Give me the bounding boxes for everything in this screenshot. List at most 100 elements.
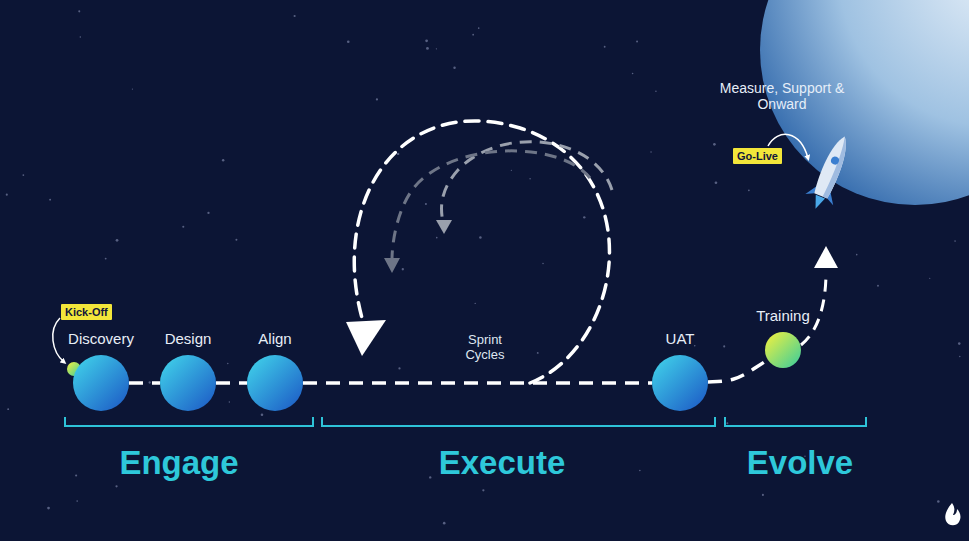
dashed-connector (303, 381, 652, 385)
star (453, 66, 455, 68)
loop-arrowhead (384, 258, 400, 273)
stage-title: Execute (352, 444, 652, 482)
star (715, 181, 718, 184)
star (426, 47, 429, 50)
launch-arrowhead (814, 246, 838, 268)
star (937, 500, 940, 503)
star (537, 352, 539, 354)
star (425, 203, 427, 205)
star (529, 178, 530, 179)
phase-node: UAT (652, 330, 708, 411)
star (76, 500, 78, 502)
milestone-tag: Go-Live (733, 148, 782, 164)
star (959, 356, 960, 357)
star (227, 363, 228, 364)
node-label: Kick-Off (65, 305, 108, 319)
pointer-arrow (53, 318, 64, 362)
phase-note: Sprint Cycles (455, 333, 515, 363)
star (47, 507, 50, 510)
phase-note: Measure, Support & Onward (712, 80, 852, 112)
node-label: Go-Live (737, 149, 778, 163)
star (294, 15, 296, 17)
star (75, 474, 77, 476)
star (182, 226, 184, 228)
rocket (802, 131, 859, 215)
star (105, 258, 107, 260)
star (475, 303, 476, 304)
phase-circle (160, 355, 216, 411)
loop-arrowhead (436, 220, 452, 234)
phase-circle-fill (652, 355, 708, 411)
star (78, 10, 80, 12)
star (347, 40, 350, 43)
star (222, 159, 224, 161)
star (472, 34, 474, 36)
sprint-loop-inner (442, 142, 612, 222)
star (650, 151, 651, 152)
dashed-connector (216, 381, 247, 385)
node-label: Design (165, 330, 212, 348)
star (132, 88, 133, 89)
phase-circle (73, 355, 129, 411)
star (116, 239, 119, 242)
star-field (6, 10, 961, 524)
star (402, 268, 404, 270)
star (723, 345, 725, 347)
star (398, 367, 400, 369)
phase-circle (652, 355, 708, 411)
sprint-loop (354, 121, 609, 383)
phase-circle (765, 332, 801, 368)
phase-node: Training (756, 307, 810, 368)
star (655, 90, 657, 92)
star (954, 240, 956, 242)
star (80, 36, 81, 37)
stage-title: Evolve (720, 444, 880, 482)
star (877, 285, 879, 287)
star (929, 278, 930, 279)
star (148, 381, 150, 383)
phase-circle-fill (73, 355, 129, 411)
phase-circle (247, 355, 303, 411)
star (713, 143, 716, 146)
star (429, 476, 431, 478)
star (639, 470, 641, 472)
phase-bracket (65, 417, 866, 426)
star (542, 263, 543, 264)
star (229, 401, 230, 402)
star (436, 48, 437, 49)
node-label: UAT (666, 330, 695, 348)
star (49, 199, 51, 201)
star (748, 189, 750, 191)
loop-arrowhead (346, 320, 386, 356)
dashed-connector (129, 381, 160, 385)
star (958, 342, 961, 345)
star (856, 254, 858, 256)
phase-node: Design (160, 330, 216, 411)
phase-circle-fill (765, 332, 801, 368)
star (443, 522, 446, 525)
logo (945, 503, 960, 525)
star (726, 422, 728, 424)
star (6, 194, 8, 196)
node-label: Align (258, 330, 291, 348)
node-label: Training (756, 307, 810, 325)
star (425, 39, 428, 42)
star (207, 212, 209, 214)
star (7, 408, 9, 410)
sprint-loop-inner (392, 151, 590, 260)
phase-node: Align (247, 330, 303, 411)
star (261, 413, 264, 416)
star (604, 46, 606, 48)
node-label: Discovery (68, 330, 134, 348)
star (22, 174, 24, 176)
star (636, 40, 638, 42)
star (478, 27, 480, 29)
star (479, 236, 482, 239)
star (762, 494, 764, 496)
star (115, 485, 117, 487)
phase-circle-fill (160, 355, 216, 411)
star (511, 170, 512, 171)
star (482, 489, 484, 491)
stage-title: Engage (59, 444, 299, 482)
